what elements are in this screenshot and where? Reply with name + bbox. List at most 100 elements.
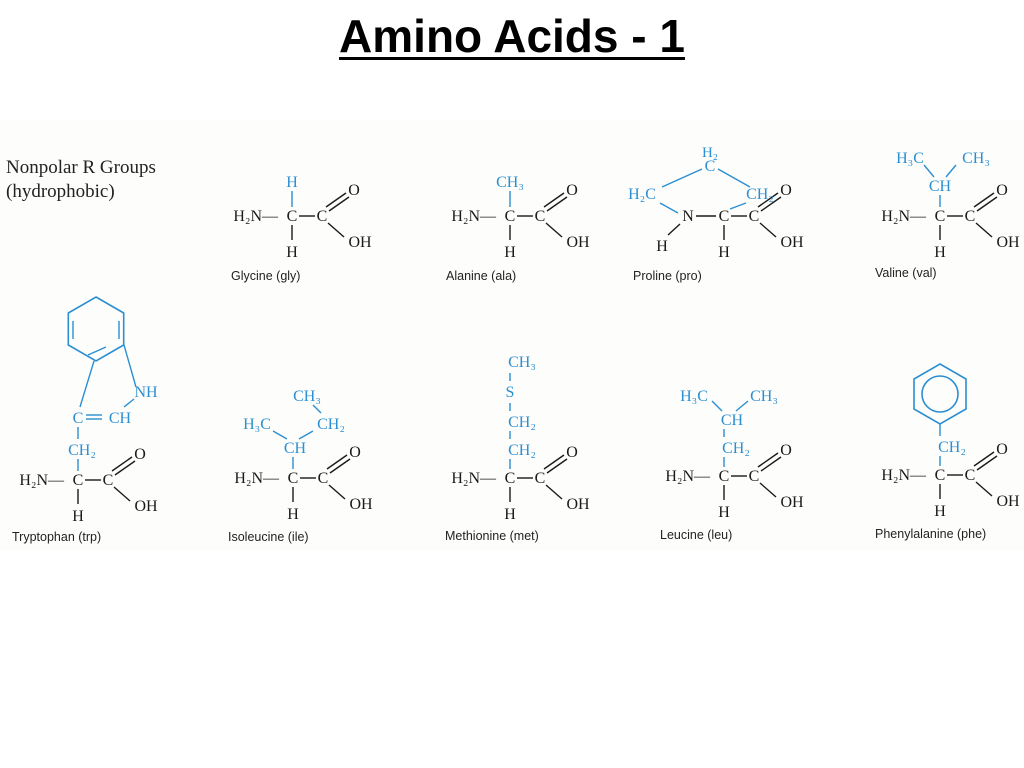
- alpha-hydrogen-8: H: [934, 503, 946, 520]
- carbonyl-oxygen-8: O: [996, 441, 1008, 458]
- hydroxyl-group-0: OH: [348, 234, 372, 251]
- r-methylene-8: CH₂: [938, 439, 966, 456]
- ring-h2c-2: H₂C: [628, 186, 656, 203]
- amino-group-5: H₂N—: [234, 470, 280, 487]
- hydroxyl-group-4: OH: [134, 498, 158, 515]
- amino-group-4: H₂N—: [19, 472, 65, 489]
- hydroxyl-group-7: OH: [780, 494, 804, 511]
- r-methylene-right-5: CH₂: [317, 416, 345, 433]
- r-methyl-top-6: CH₃: [508, 354, 536, 371]
- alpha-carbon-6: C: [505, 470, 516, 487]
- hydroxyl-bond-0: [327, 222, 345, 238]
- carbonyl-bond-a-1: [543, 192, 565, 208]
- ring-bond-top-left-2: [661, 168, 703, 188]
- benzene-ring-4: [67, 296, 125, 362]
- carbonyl-bond-a-7: [757, 452, 779, 468]
- benzene-aromatic-circle-8: [921, 375, 959, 413]
- indole-ch-nh-bond-4: [123, 398, 135, 408]
- carbonyl-bond-a-2: [757, 192, 779, 208]
- carboxyl-carbon-5: C: [318, 470, 329, 487]
- r-methyl-right-3: CH₃: [962, 150, 990, 167]
- amino-group-7: H₂N—: [665, 468, 711, 485]
- carbonyl-bond-b-6: [546, 458, 568, 474]
- caption-methionine: Methionine (met): [445, 529, 539, 543]
- carbonyl-oxygen-4: O: [134, 446, 146, 463]
- alpha-carbon-5: C: [288, 470, 299, 487]
- n-h-bond-2: [667, 223, 681, 236]
- r-bond-right-7: [735, 400, 749, 412]
- carbonyl-bond-b-2: [760, 196, 782, 212]
- caption-leucine: Leucine (leu): [660, 528, 732, 542]
- alpha-carbon-7: C: [719, 468, 730, 485]
- carboxyl-carbon-1: C: [535, 208, 546, 225]
- caption-isoleucine: Isoleucine (ile): [228, 530, 309, 544]
- carbonyl-bond-b-3: [976, 196, 998, 212]
- ring-ch2-2: CH₂: [746, 186, 774, 203]
- carbonyl-bond-a-6: [543, 454, 565, 470]
- hydroxyl-group-2: OH: [780, 234, 804, 251]
- r-bond-right-3: [945, 164, 957, 178]
- r-methine-5: CH: [284, 440, 307, 457]
- alpha-carbon-2: C: [719, 208, 730, 225]
- carbonyl-oxygen-7: O: [780, 442, 792, 459]
- carbonyl-bond-b-0: [328, 196, 350, 212]
- indole-ch-4: CH: [109, 410, 132, 427]
- amino-group-0: H₂N—: [233, 208, 279, 225]
- caption-phenylalanine: Phenylalanine (phe): [875, 527, 986, 541]
- figure-heading-line2: (hydrophobic): [6, 181, 115, 202]
- carbonyl-oxygen-5: O: [349, 444, 361, 461]
- indole-ring-c3-bond-4: [79, 360, 95, 408]
- r-methyl-left-5: H₃C: [243, 416, 271, 433]
- ring-bond-top-right-2: [717, 168, 751, 188]
- ring-bond-right-c-2: [729, 202, 747, 210]
- carboxyl-carbon-4: C: [103, 472, 114, 489]
- amino-group-3: H₂N—: [881, 208, 927, 225]
- alpha-hydrogen-0: H: [286, 244, 298, 261]
- indole-nh-4: NH: [134, 384, 158, 401]
- r-sulfur-6: S: [506, 384, 515, 401]
- r-methyl-top-5: CH₃: [293, 388, 321, 405]
- carbonyl-bond-a-3: [973, 192, 995, 208]
- carbonyl-bond-a-0: [325, 192, 347, 208]
- carboxyl-carbon-6: C: [535, 470, 546, 487]
- ring-bond-left-n-2: [659, 202, 679, 214]
- indole-c3-4: C: [73, 410, 84, 427]
- carbonyl-oxygen-2: O: [780, 182, 792, 199]
- alpha-carbon-3: C: [935, 208, 946, 225]
- amino-group-1: H₂N—: [451, 208, 497, 225]
- r-methyl-left-7: H₃C: [680, 388, 708, 405]
- alpha-carbon-1: C: [505, 208, 516, 225]
- carbonyl-oxygen-3: O: [996, 182, 1008, 199]
- hydroxyl-bond-4: [113, 486, 131, 502]
- alpha-hydrogen-4: H: [72, 508, 84, 525]
- r-bond-right-5: [298, 430, 314, 440]
- carbonyl-bond-b-7: [760, 456, 782, 472]
- hydroxyl-bond-8: [975, 481, 993, 497]
- alpha-hydrogen-1: H: [504, 244, 516, 261]
- r-methylene-2-6: CH₂: [508, 414, 536, 431]
- hydroxyl-bond-2: [759, 222, 777, 238]
- alpha-hydrogen-3: H: [934, 244, 946, 261]
- alpha-hydrogen-5: H: [287, 506, 299, 523]
- carbonyl-bond-a-5: [326, 454, 348, 470]
- caption-tryptophan: Tryptophan (trp): [12, 530, 101, 544]
- carboxyl-carbon-8: C: [965, 467, 976, 484]
- amino-group-6: H₂N—: [451, 470, 497, 487]
- alpha-carbon-8: C: [935, 467, 946, 484]
- hydroxyl-group-1: OH: [566, 234, 590, 251]
- carbonyl-bond-a-4: [111, 456, 133, 472]
- benzene-ring-8: [913, 363, 967, 425]
- r-bond-top-5: [312, 404, 322, 414]
- ring-h2-2: H₂: [702, 145, 718, 161]
- ring-nitrogen-2: N: [682, 208, 694, 225]
